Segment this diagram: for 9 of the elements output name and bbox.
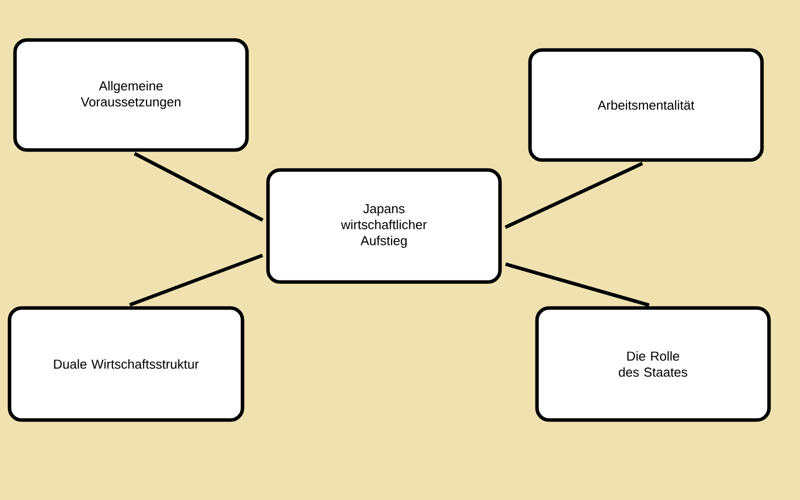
connector-line (134, 152, 264, 222)
connector-line (129, 254, 264, 306)
connector-line (505, 262, 650, 307)
topic-box: Allgemeine Voraussetzungen (13, 38, 249, 152)
connector-line (504, 162, 644, 229)
topic-box: Duale Wirtschaftsstruktur (8, 306, 244, 422)
topic-box: Arbeitsmentalität (528, 48, 764, 162)
topic-box: Die Rolle des Staates (535, 306, 771, 422)
topic-box: Japans wirtschaftlicher Aufstieg (266, 168, 502, 284)
